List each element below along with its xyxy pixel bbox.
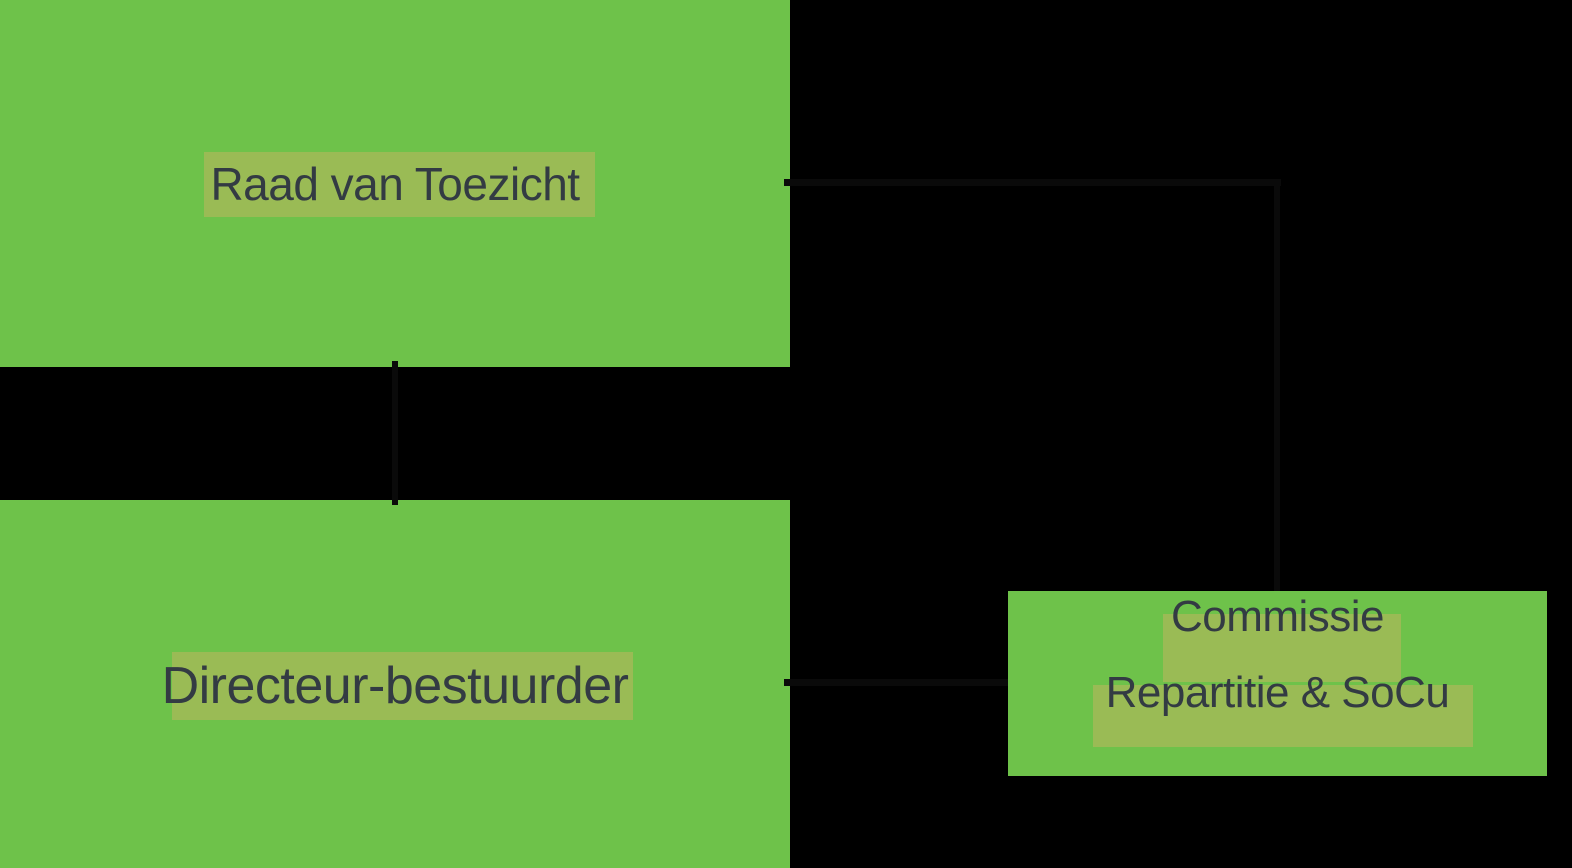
connector-raad-to-commissie-vertical — [1274, 182, 1280, 591]
node-raad-van-toezicht: Raad van Toezicht — [0, 0, 790, 367]
node-label-directeur-bestuurder: Directeur-bestuurder — [161, 657, 629, 715]
text-highlight-directeur-bestuurder — [172, 652, 633, 720]
text-highlight-repartitie-socu — [1093, 685, 1473, 747]
connector-raad-to-directeur — [392, 361, 398, 505]
node-directeur-bestuurder: Directeur-bestuurder — [0, 500, 790, 868]
text-highlight-raad-van-toezicht — [204, 152, 595, 217]
connector-raad-to-commissie-horizontal — [784, 179, 1281, 186]
node-label-commissie: Commissie — [1170, 592, 1385, 641]
node-commissie-repartitie-socu: Commissie Repartitie & SoCu — [1008, 591, 1547, 776]
text-highlight-commissie — [1163, 614, 1401, 682]
connector-directeur-to-commissie — [784, 679, 1008, 686]
node-label-repartitie-socu: Repartitie & SoCu — [1105, 668, 1450, 717]
node-label-raad-van-toezicht: Raad van Toezicht — [210, 158, 580, 210]
